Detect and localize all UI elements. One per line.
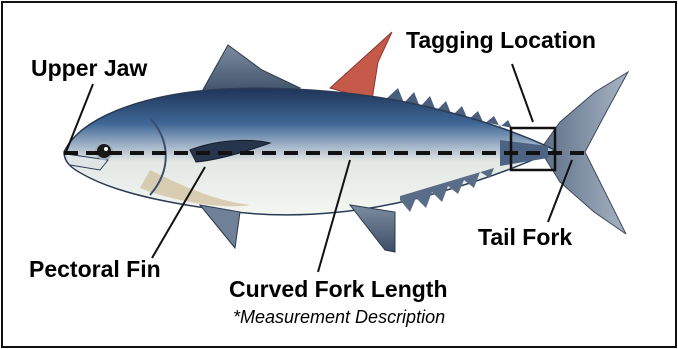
tail-fork-label: Tail Fork <box>478 226 572 249</box>
tagging-leader <box>512 64 533 122</box>
curved-fork-length-label: Curved Fork Length <box>229 278 448 301</box>
anal-fin <box>350 205 395 252</box>
upper-jaw-label: Upper Jaw <box>31 57 147 80</box>
measurement-description-label: *Measurement Description <box>233 308 445 326</box>
tagging-location-label: Tagging Location <box>406 29 596 52</box>
second-dorsal-fin <box>330 32 392 100</box>
pelvic-fin <box>200 205 240 248</box>
pectoral-fin-label: Pectoral Fin <box>29 258 161 281</box>
